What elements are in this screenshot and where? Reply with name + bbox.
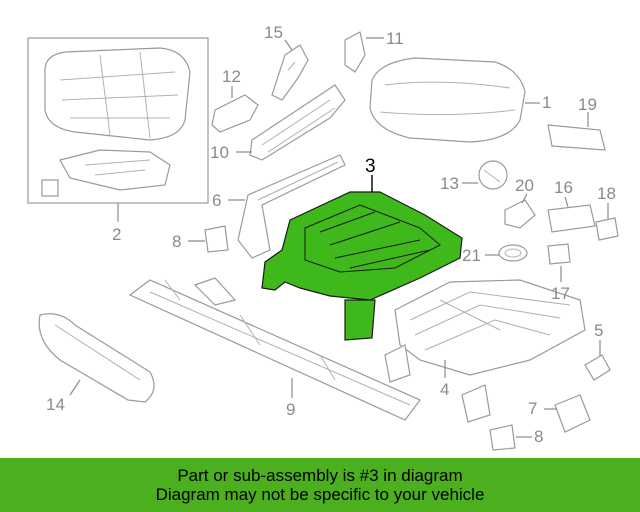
callout-11: 11 bbox=[386, 29, 404, 48]
callout-8-right: 8 bbox=[534, 427, 543, 446]
callout-7: 7 bbox=[528, 399, 537, 418]
part-1-cushion bbox=[369, 57, 526, 143]
banner-line-2: Diagram may not be specific to your vehi… bbox=[155, 485, 485, 504]
seat-parts-diagram: 1 2 3 4 5 6 7 8 8 9 10 11 12 13 14 15 16… bbox=[27, 23, 619, 451]
part-8-clip-left bbox=[204, 225, 229, 253]
callout-2: 2 bbox=[112, 225, 121, 244]
callout-14: 14 bbox=[46, 395, 65, 414]
callout-18: 18 bbox=[597, 184, 616, 203]
part-2-box bbox=[27, 37, 209, 204]
part-20-lever bbox=[504, 199, 536, 229]
callout-20: 20 bbox=[515, 176, 534, 195]
callout-6: 6 bbox=[212, 191, 221, 210]
part-10-trim bbox=[249, 84, 346, 161]
part-8-clip-right bbox=[489, 424, 516, 451]
part-9-track bbox=[128, 277, 421, 421]
callout-13: 13 bbox=[440, 174, 459, 193]
part-7-bracket bbox=[554, 394, 591, 433]
callout-8-left: 8 bbox=[172, 232, 181, 251]
part-17-cap bbox=[547, 243, 571, 265]
callout-21: 21 bbox=[462, 246, 481, 265]
callout-12: 12 bbox=[222, 67, 241, 86]
part-14-cover bbox=[38, 313, 155, 403]
callout-3: 3 bbox=[365, 156, 376, 177]
callout-1: 1 bbox=[542, 93, 551, 112]
part-3-seat-frame bbox=[261, 191, 463, 341]
info-banner: Part or sub-assembly is #3 in diagram Di… bbox=[0, 458, 640, 512]
part-13-knob bbox=[478, 160, 508, 190]
callout-19: 19 bbox=[578, 95, 597, 114]
part-18-knob bbox=[595, 217, 619, 241]
callout-9: 9 bbox=[286, 400, 295, 419]
callout-4: 4 bbox=[440, 380, 449, 399]
part-21-ring bbox=[498, 244, 528, 262]
callout-16: 16 bbox=[554, 178, 573, 197]
callout-17: 17 bbox=[551, 284, 570, 303]
part-12-latch bbox=[211, 94, 259, 133]
part-15-bracket bbox=[271, 44, 309, 101]
callout-5: 5 bbox=[594, 321, 603, 340]
part-19-switch bbox=[547, 124, 606, 151]
callout-15: 15 bbox=[264, 23, 283, 42]
part-4-frame bbox=[384, 279, 586, 423]
part-5-bolt bbox=[584, 354, 611, 381]
part-16-switch bbox=[547, 204, 596, 233]
part-11-bracket bbox=[344, 31, 366, 73]
callout-10: 10 bbox=[210, 143, 229, 162]
banner-line-1: Part or sub-assembly is #3 in diagram bbox=[177, 466, 463, 485]
part-6-rail bbox=[237, 154, 346, 259]
